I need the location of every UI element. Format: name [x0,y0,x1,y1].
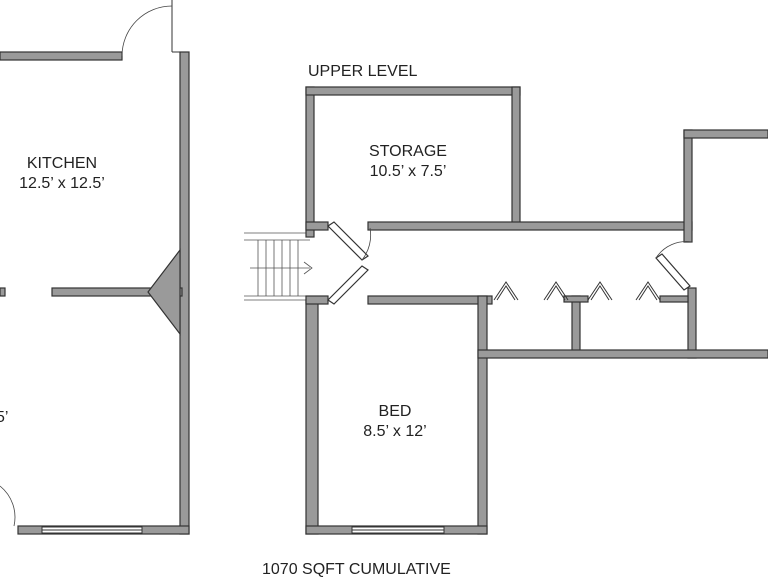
wall-closet-divider-1 [571,295,581,357]
wall-right-room-left [683,129,693,243]
kitchen-door [121,0,182,57]
wall-bed-top [367,295,493,305]
kitchen-label: KITCHEN 12.5’ x 12.5’ [0,154,124,194]
wall-right-room-top [683,129,768,139]
staircase [244,232,313,301]
wall-stub-left [0,287,6,297]
bed-name: BED [378,403,412,420]
wall-kitchen-top [0,51,123,61]
wall-storage-right [511,86,521,228]
storage-door [327,221,371,261]
closet-bifold-doors [493,281,661,301]
wall-hall-top [367,221,693,231]
wall-right-room-lower [687,287,697,359]
kitchen-dims: 12.5’ x 12.5’ [19,175,105,192]
storage-label: STORAGE 10.5’ x 7.5’ [338,142,478,182]
wall-kitchen-partition [51,287,183,297]
wall-storage-left [305,86,315,238]
wall-closet-bottom [477,349,768,359]
wall-bed-left [305,299,319,535]
door-arc-bottom-left [0,485,16,527]
partial-room-dims: 5’ [0,409,9,426]
wall-closet-top-2 [659,295,689,303]
wall-storage-bottom-left [305,221,329,231]
footer-sqft-note: 1070 SQFT CUMULATIVE [262,561,451,578]
upper-level-title: UPPER LEVEL [308,63,418,80]
kitchen-name: KITCHEN [26,155,98,172]
bed-door [327,265,369,305]
upper-level-walls [305,86,768,535]
kitchen-walls [0,51,190,535]
wall-corner-wedge [147,248,181,336]
storage-dims: 10.5’ x 7.5’ [369,163,447,180]
right-room-door [655,241,693,291]
wall-bed-right [477,295,488,535]
wall-storage-top [305,86,521,96]
bed-label: BED 8.5’ x 12’ [340,402,450,442]
storage-name: STORAGE [369,143,447,160]
wall-bed-top-left [305,295,329,305]
bed-dims: 8.5’ x 12’ [363,423,427,440]
